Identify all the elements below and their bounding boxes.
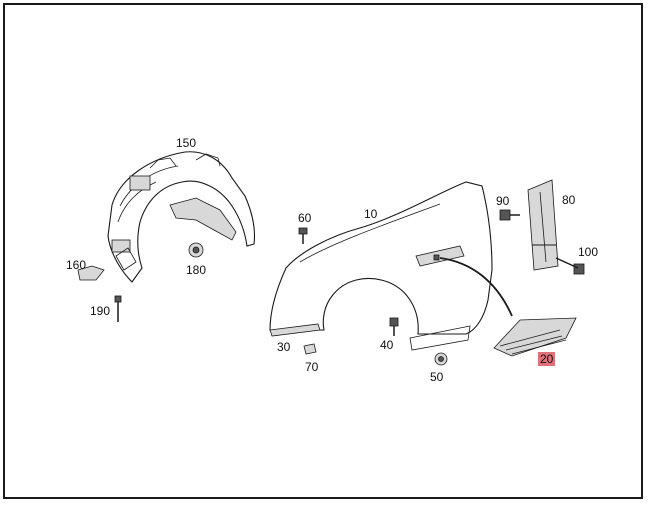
callout-70[interactable]: 70	[305, 360, 319, 374]
clip-160-part	[77, 265, 105, 281]
callout-20-highlighted[interactable]: 20	[538, 352, 556, 366]
callout-100[interactable]: 100	[578, 245, 599, 259]
callout-50[interactable]: 50	[430, 370, 444, 384]
clip-70-part	[303, 343, 317, 355]
nut-90-part	[499, 209, 520, 221]
bracket-80-part	[527, 179, 559, 271]
grommet-180-part	[188, 242, 204, 258]
callout-190[interactable]: 190	[90, 304, 111, 318]
lamp-wire	[439, 257, 513, 317]
wheel-arch-liner-part	[107, 151, 256, 283]
callout-30[interactable]: 30	[277, 340, 291, 354]
screw-190-part	[114, 295, 122, 322]
callout-40[interactable]: 40	[380, 338, 394, 352]
trim-30-part	[269, 323, 321, 337]
side-marker-20-part	[493, 317, 577, 357]
callout-90[interactable]: 90	[496, 194, 510, 208]
callout-150[interactable]: 150	[176, 136, 197, 150]
callout-80[interactable]: 80	[562, 193, 576, 207]
callout-10[interactable]: 10	[364, 207, 378, 221]
bolt-40-part	[389, 317, 399, 336]
callout-160[interactable]: 160	[66, 258, 87, 272]
bolt-100-part	[555, 257, 585, 275]
bolt-60-part	[298, 227, 308, 244]
fender-part	[269, 181, 493, 351]
grommet-50-part	[434, 352, 448, 366]
callout-180[interactable]: 180	[186, 263, 207, 277]
callout-60[interactable]: 60	[298, 211, 312, 225]
diagram-frame	[3, 3, 643, 499]
